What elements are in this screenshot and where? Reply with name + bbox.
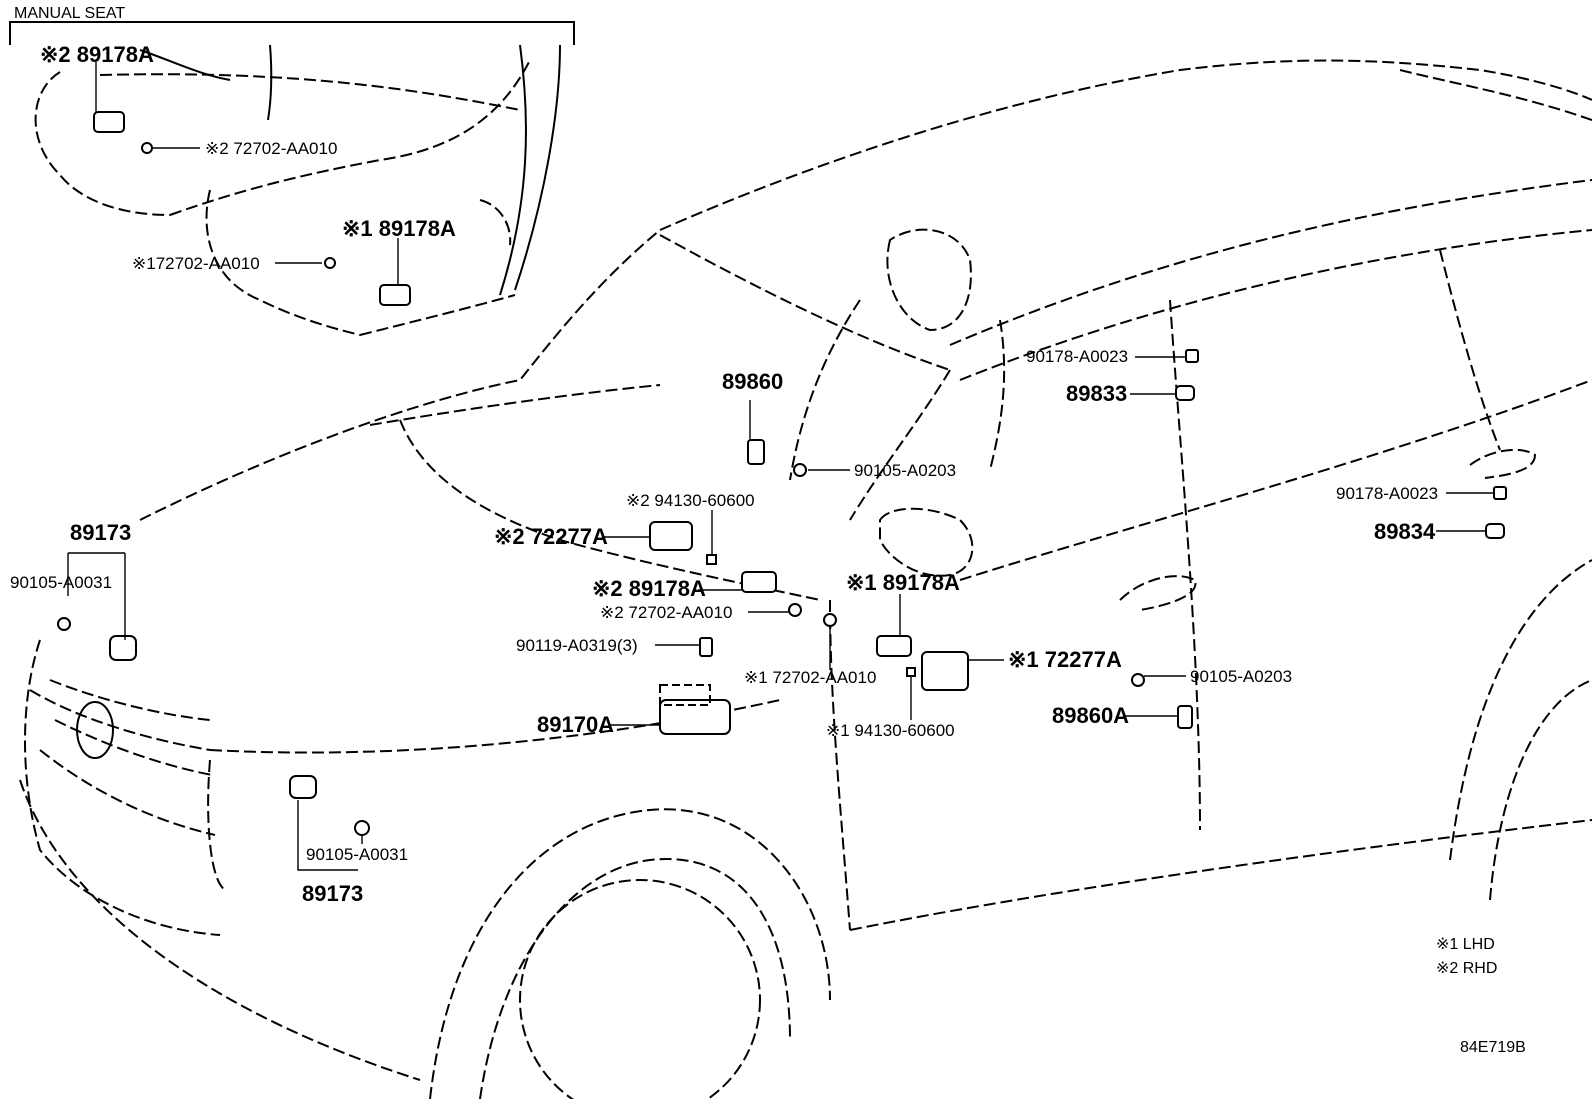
vehicle-body xyxy=(19,59,1592,1099)
label-89173-top: 89173 xyxy=(70,520,131,545)
label-90105-a0031-top: 90105-A0031 xyxy=(10,573,112,592)
label-72277A-rhd: ※2 72277A xyxy=(494,524,608,549)
label-inset-89178A-rhd: ※2 89178A xyxy=(40,42,154,67)
manual-seat-inset: MANUAL SEAT xyxy=(9,5,575,336)
label-89834: 89834 xyxy=(1374,519,1436,544)
bolt-glyph xyxy=(699,637,713,657)
legend-rhd: ※2 RHD xyxy=(1436,960,1497,977)
bracket-glyph xyxy=(649,521,693,551)
label-90178-top: 90178-A0023 xyxy=(1026,347,1128,366)
label-90105-a0203-mid: 90105-A0203 xyxy=(1190,667,1292,686)
bracket-glyph xyxy=(921,651,969,691)
nut-glyph xyxy=(1493,486,1507,500)
leader-lines xyxy=(67,62,1494,871)
seat-position-sensor-glyph xyxy=(741,571,777,593)
bolt-glyph xyxy=(57,617,71,631)
seat-position-sensor-glyph xyxy=(876,635,912,657)
label-89170A: 89170A xyxy=(537,712,614,737)
label-90105-a0031-bot: 90105-A0031 xyxy=(306,845,408,864)
legend-lhd: ※1 LHD xyxy=(1436,936,1495,953)
inset-title: MANUAL SEAT xyxy=(14,5,125,22)
seat-position-sensor-glyph xyxy=(379,284,411,306)
label-89860A: 89860A xyxy=(1052,703,1129,728)
label-90119: 90119-A0319(3) xyxy=(516,636,638,655)
seat-position-sensor-glyph xyxy=(93,111,125,133)
clip-glyph xyxy=(906,667,916,677)
screw-glyph xyxy=(324,257,336,269)
screw-glyph xyxy=(823,613,837,627)
label-inset-89178A-lhd: ※1 89178A xyxy=(342,216,456,241)
label-90105-a0203-top: 90105-A0203 xyxy=(854,461,956,480)
label-inset-72702-lhd: ※172702-AA010 xyxy=(132,254,260,273)
side-airbag-sensor-glyph xyxy=(747,439,765,465)
clip-glyph xyxy=(706,554,717,565)
label-89173-bot: 89173 xyxy=(302,881,363,906)
front-airbag-sensor-glyph xyxy=(289,775,317,799)
label-94130-lhd: ※1 94130-60600 xyxy=(826,721,955,740)
screw-glyph xyxy=(788,603,802,617)
screw-glyph xyxy=(141,142,153,154)
label-72277A-lhd: ※1 72277A xyxy=(1008,647,1122,672)
label-89178A-rhd: ※2 89178A xyxy=(592,576,706,601)
bolt-glyph xyxy=(793,463,807,477)
side-airbag-sensor-glyph xyxy=(1177,705,1193,729)
label-94130-rhd: ※2 94130-60600 xyxy=(626,491,755,510)
label-89178A-lhd: ※1 89178A xyxy=(846,570,960,595)
front-airbag-sensor-glyph xyxy=(109,635,137,661)
parts xyxy=(57,111,1507,836)
bolt-glyph xyxy=(1131,673,1145,687)
label-89860: 89860 xyxy=(722,369,783,394)
label-72702-lhd: ※1 72702-AA010 xyxy=(744,668,876,687)
label-72702-rhd: ※2 72702-AA010 xyxy=(600,603,732,622)
sensor-glyph xyxy=(1485,523,1505,539)
nut-glyph xyxy=(1185,349,1199,363)
part-labels: ※2 89178A ※2 72702-AA010 ※1 89178A ※1727… xyxy=(10,42,1438,906)
legend: ※1 LHD ※2 RHD xyxy=(1436,936,1497,977)
airbag-ecu-glyph xyxy=(659,699,731,735)
label-inset-72702-rhd: ※2 72702-AA010 xyxy=(205,139,337,158)
sensor-glyph xyxy=(1175,385,1195,401)
bolt-glyph xyxy=(354,820,370,836)
figure-code: 84E719B xyxy=(1460,1039,1526,1056)
label-90178-rear: 90178-A0023 xyxy=(1336,484,1438,503)
label-89833: 89833 xyxy=(1066,381,1127,406)
